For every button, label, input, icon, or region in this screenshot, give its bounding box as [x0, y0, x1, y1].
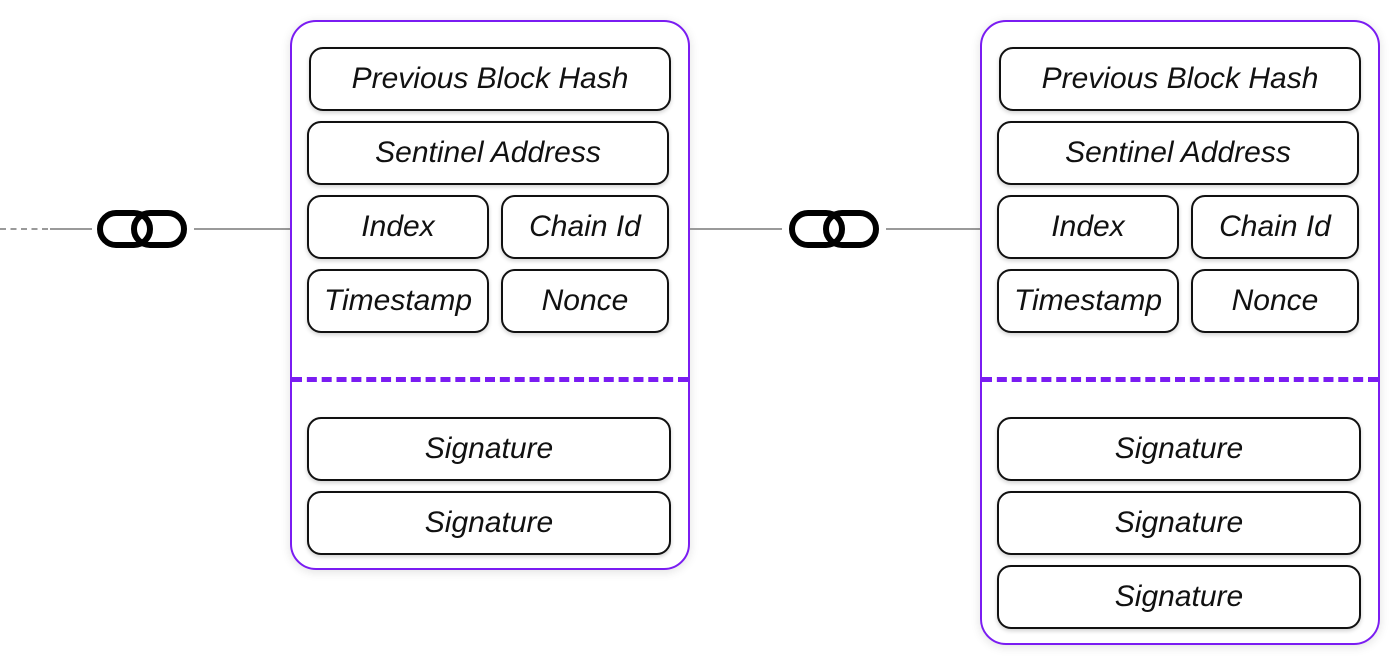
signature-field: Signature	[997, 417, 1361, 481]
connector-to-block-2	[886, 228, 982, 230]
header-signature-divider	[982, 377, 1378, 382]
connector-from-block-1	[690, 228, 782, 230]
signature-field: Signature	[997, 565, 1361, 629]
chain-link-icon	[789, 210, 879, 248]
index-field: Index	[307, 195, 489, 259]
connector-to-block-1	[194, 228, 292, 230]
timestamp-field: Timestamp	[307, 269, 489, 333]
nonce-field: Nonce	[501, 269, 669, 333]
sentinel-address-field: Sentinel Address	[997, 121, 1359, 185]
signature-field: Signature	[307, 491, 671, 555]
header-signature-divider	[292, 377, 688, 382]
index-field: Index	[997, 195, 1179, 259]
incoming-dashed-connector	[0, 228, 48, 230]
block-1: Previous Block Hash Sentinel Address Ind…	[290, 20, 690, 570]
block-2: Previous Block Hash Sentinel Address Ind…	[980, 20, 1380, 645]
sentinel-address-field: Sentinel Address	[307, 121, 669, 185]
previous-block-hash-field: Previous Block Hash	[999, 47, 1361, 111]
previous-block-hash-field: Previous Block Hash	[309, 47, 671, 111]
chain-id-field: Chain Id	[1191, 195, 1359, 259]
incoming-connector	[50, 228, 92, 230]
chain-link-icon	[97, 210, 187, 248]
timestamp-field: Timestamp	[997, 269, 1179, 333]
signature-field: Signature	[307, 417, 671, 481]
nonce-field: Nonce	[1191, 269, 1359, 333]
signature-field: Signature	[997, 491, 1361, 555]
chain-id-field: Chain Id	[501, 195, 669, 259]
